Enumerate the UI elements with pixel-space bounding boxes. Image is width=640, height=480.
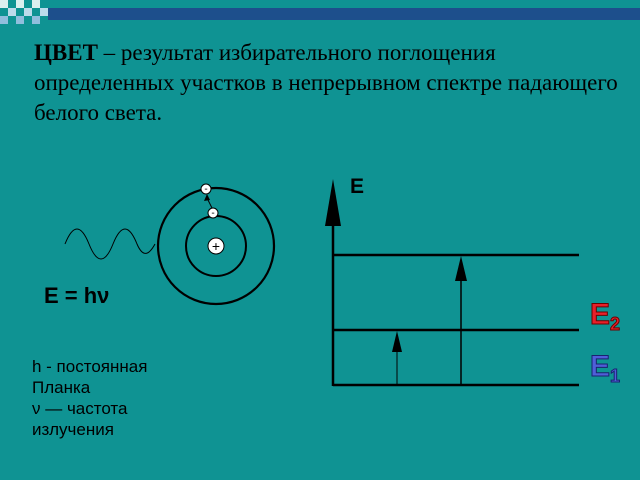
legend-line: излучения [32,420,114,439]
electron-outer [200,183,212,195]
electron-transition-arrowhead [204,194,210,201]
electron-outer-sign: - [204,184,207,195]
nucleus-sign: + [212,238,220,254]
legend-line: h - постоянная [32,357,148,376]
level-label-e1: E1 [589,350,621,387]
energy-axis-arrowhead [325,179,341,226]
photon-wave [64,228,156,260]
transition-small-arrowhead [392,331,402,352]
photon-energy-formula: E = hν [44,283,110,308]
decorative-checker [0,0,48,24]
level-e1-letter: E [589,350,611,384]
header-stripe [48,8,640,20]
energy-axis-label: E [350,175,365,198]
level-e2-subscript: 2 [610,314,621,335]
outer-orbit [156,186,276,306]
formula-legend: h - постоянная Планка ν — частота излуче… [32,356,147,440]
legend-line: Планка [32,378,91,397]
electron-inner-sign: - [211,208,214,219]
title-keyword: ЦВЕТ [34,40,98,65]
title-definition: – результат избирательного поглощения оп… [34,40,618,125]
transition-large-arrowhead [455,256,467,281]
nucleus [207,237,225,255]
legend-line: ν — частота [32,399,128,418]
level-e2-letter: E [589,298,611,332]
electron-inner [207,207,219,219]
level-e1-subscript: 1 [610,366,621,387]
level-label-e2: E2 [589,298,621,335]
slide-title: ЦВЕТ – результат избирательного поглощен… [34,38,634,128]
